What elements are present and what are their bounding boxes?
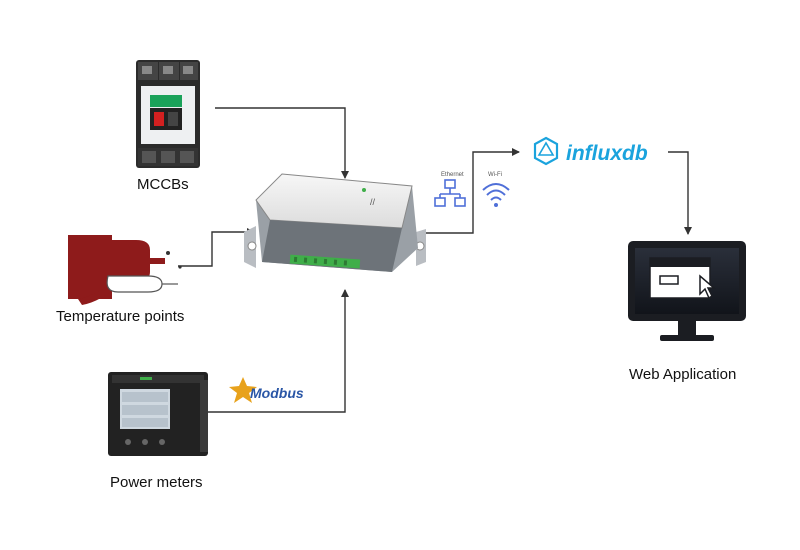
influxdb-label: influxdb	[566, 142, 648, 165]
mccbs-label: MCCBs	[137, 176, 189, 193]
breaker-icon	[136, 60, 200, 168]
thermocouple-icon	[68, 235, 182, 305]
gateway-to-influxdb-line	[425, 148, 520, 234]
connector-lines	[178, 107, 692, 413]
monitor-icon	[628, 241, 746, 341]
gateway-device-icon: //	[244, 173, 426, 272]
ethernet-network-icon: Ethernet	[434, 172, 466, 207]
power-meter-icon	[108, 372, 208, 456]
wifi-label: Wi-Fi	[488, 172, 502, 178]
web-application-label: Web Application	[629, 366, 737, 383]
ethernet-label: Ethernet	[441, 172, 464, 178]
influxdb-logo-icon: influxdb	[533, 136, 648, 166]
temperature-points-label: Temperature points	[56, 308, 185, 325]
powermeter-to-gateway-line	[208, 289, 349, 413]
temperature-to-gateway-line	[178, 228, 255, 267]
influxdb-to-webapp-line	[668, 151, 692, 235]
modbus-label: Modbus	[250, 385, 304, 401]
power-meters-label: Power meters	[110, 474, 203, 491]
modbus-logo-icon: Modbus	[229, 377, 304, 403]
wifi-icon: Wi-Fi	[482, 172, 510, 207]
svg-text://: //	[370, 197, 376, 207]
mccb-to-gateway-line	[215, 107, 349, 179]
